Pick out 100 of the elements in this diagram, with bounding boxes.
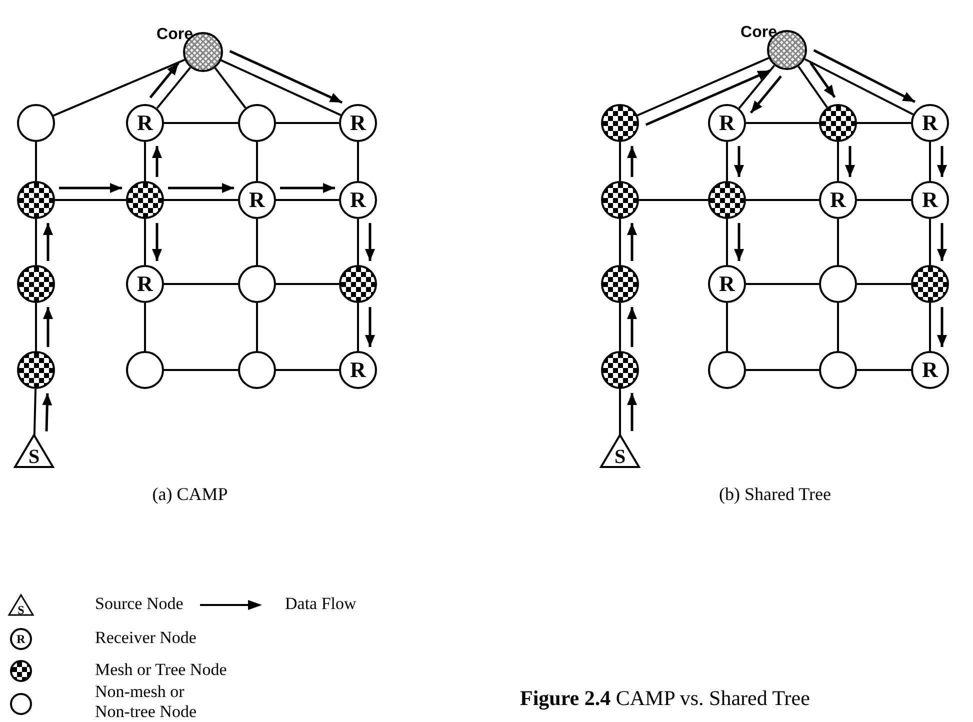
flow-arrow bbox=[365, 307, 375, 347]
flow-arrow bbox=[627, 393, 637, 431]
link-line bbox=[164, 199, 238, 201]
link-line bbox=[164, 369, 238, 371]
node-label: Core bbox=[156, 26, 193, 44]
flow-arrow bbox=[229, 50, 343, 104]
link-line bbox=[214, 67, 246, 108]
node-letter: R bbox=[719, 273, 735, 295]
node-letter: R bbox=[249, 189, 265, 211]
link-line bbox=[837, 219, 839, 265]
flow-arrow bbox=[627, 146, 637, 177]
checkered-node bbox=[601, 181, 639, 219]
link-line bbox=[276, 122, 339, 124]
icon-letter: S bbox=[18, 604, 24, 616]
triangle-node bbox=[600, 434, 640, 468]
flow-arrow bbox=[59, 183, 122, 193]
diagram-label: (b) Shared Tree bbox=[719, 484, 831, 505]
link-line bbox=[164, 122, 238, 124]
link-line bbox=[746, 122, 819, 124]
link-line bbox=[857, 369, 911, 371]
node-circle bbox=[339, 181, 377, 219]
link-line bbox=[357, 142, 359, 181]
flow-arrow bbox=[937, 146, 947, 177]
link-line bbox=[798, 66, 828, 108]
checkered-node bbox=[17, 181, 55, 219]
flow-arrow bbox=[43, 307, 53, 347]
node-letter: R bbox=[922, 189, 938, 211]
node-circle bbox=[708, 351, 746, 389]
flow-arrow bbox=[810, 62, 836, 98]
icon-letter: R bbox=[16, 633, 26, 645]
node-circle bbox=[238, 351, 276, 389]
checkered-node bbox=[601, 351, 639, 389]
node-letter: S bbox=[614, 447, 626, 467]
checkered-node bbox=[601, 104, 639, 142]
node-circle bbox=[819, 351, 857, 389]
link-line bbox=[804, 58, 914, 116]
flow-arrow bbox=[845, 146, 855, 177]
link-line bbox=[857, 283, 911, 285]
node-letter: R bbox=[350, 112, 366, 134]
link-line bbox=[637, 57, 770, 116]
flow-arrow bbox=[734, 223, 744, 261]
diagram-label: (a) CAMP bbox=[152, 484, 228, 505]
link-line bbox=[837, 303, 839, 351]
link-line bbox=[639, 199, 708, 201]
figure-caption: Figure 2.4 CAMP vs. Shared Tree bbox=[520, 686, 810, 711]
node-label: Core bbox=[740, 24, 777, 42]
node-letter: R bbox=[922, 359, 938, 381]
link-line bbox=[35, 142, 37, 181]
link-line bbox=[256, 303, 258, 351]
link-line bbox=[619, 303, 621, 351]
flow-arrow bbox=[43, 223, 53, 261]
flow-arrow bbox=[365, 223, 375, 261]
link-line bbox=[619, 389, 621, 435]
flow-arrow bbox=[734, 146, 744, 177]
node-letter: R bbox=[137, 273, 153, 295]
link-line bbox=[929, 142, 931, 181]
legend-text: Data Flow bbox=[285, 594, 358, 614]
link-line bbox=[746, 199, 819, 201]
link-line bbox=[256, 142, 258, 181]
node-circle bbox=[708, 265, 746, 303]
flow-arrow bbox=[750, 75, 782, 114]
link-line bbox=[929, 219, 931, 265]
link-line bbox=[857, 199, 911, 201]
link-line bbox=[144, 142, 146, 181]
link-line bbox=[256, 219, 258, 265]
node-letter: R bbox=[137, 112, 153, 134]
link-line bbox=[357, 303, 359, 351]
flow-arrow bbox=[152, 223, 162, 261]
link-line bbox=[619, 142, 621, 181]
link-line bbox=[619, 219, 621, 265]
link-line bbox=[33, 388, 37, 436]
triangle-node bbox=[14, 434, 54, 468]
flow-arrow bbox=[627, 307, 637, 347]
flow-arrow bbox=[645, 69, 770, 126]
node-letter: R bbox=[719, 112, 735, 134]
flow-arrow bbox=[813, 49, 916, 103]
node-circle bbox=[819, 265, 857, 303]
checkered-node bbox=[17, 265, 55, 303]
link-line bbox=[55, 199, 126, 201]
legend-text: Non-mesh or Non-tree Node bbox=[95, 682, 198, 722]
link-line bbox=[357, 219, 359, 265]
node-letter: S bbox=[28, 447, 40, 467]
legend-text: Receiver Node bbox=[95, 628, 198, 648]
node-circle bbox=[911, 104, 949, 142]
node-circle bbox=[17, 104, 55, 142]
node-letter: R bbox=[350, 359, 366, 381]
link-line bbox=[35, 219, 37, 265]
checkered-node bbox=[911, 265, 949, 303]
checkered-node bbox=[601, 265, 639, 303]
node-circle bbox=[911, 351, 949, 389]
node-circle bbox=[819, 181, 857, 219]
link-line bbox=[929, 303, 931, 351]
flow-arrow bbox=[149, 62, 180, 98]
node-circle bbox=[126, 351, 164, 389]
node-circle bbox=[238, 104, 276, 142]
link-line bbox=[726, 219, 728, 265]
node-circle bbox=[339, 104, 377, 142]
link-line bbox=[276, 369, 339, 371]
node-circle bbox=[708, 104, 746, 142]
legend-text: Mesh or Tree Node bbox=[95, 660, 228, 680]
